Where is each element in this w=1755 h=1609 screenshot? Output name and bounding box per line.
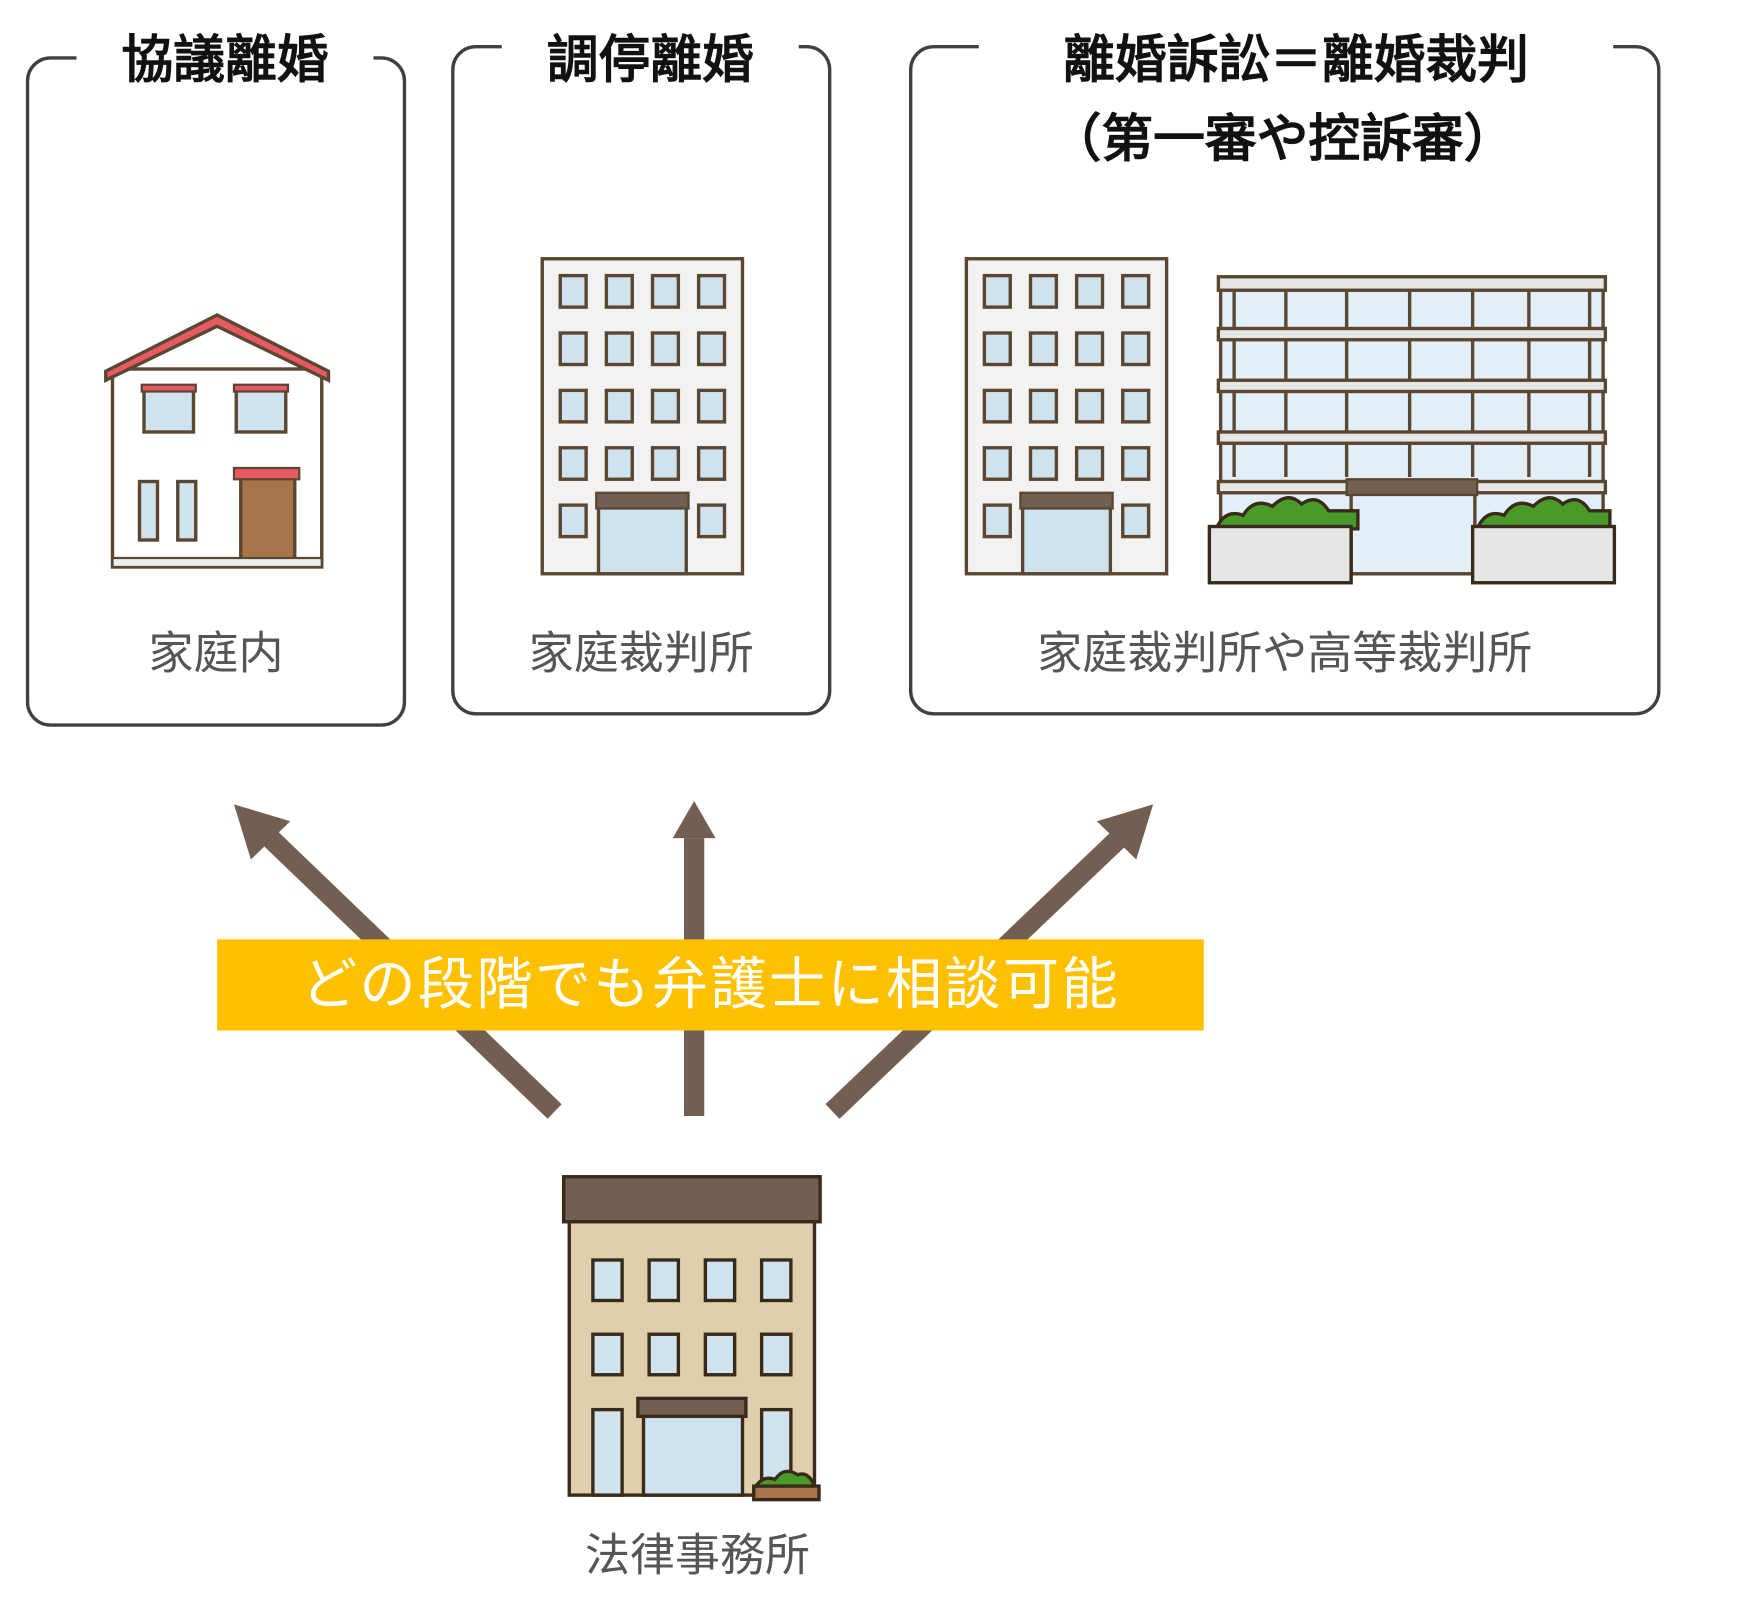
- window: [650, 331, 681, 367]
- window: [982, 331, 1012, 367]
- window: [1121, 388, 1151, 424]
- window: [558, 273, 588, 309]
- house-icon: [104, 313, 331, 569]
- window: [1028, 273, 1059, 309]
- window: [604, 331, 634, 367]
- window: [650, 388, 681, 424]
- window: [1121, 503, 1151, 539]
- window: [696, 331, 727, 367]
- window: [1074, 388, 1105, 424]
- family-court-building-icon: [540, 257, 745, 576]
- window: [696, 273, 727, 309]
- window: [982, 388, 1012, 424]
- window: [1074, 273, 1105, 309]
- window: [1074, 446, 1105, 481]
- window: [650, 446, 681, 481]
- window: [558, 388, 588, 424]
- stage-title-sosho: 離婚訴訟＝離婚裁判: [978, 24, 1614, 95]
- window: [558, 446, 588, 481]
- window: [1028, 331, 1059, 367]
- window: [1028, 388, 1059, 424]
- window: [604, 446, 634, 481]
- window: [982, 446, 1012, 481]
- banner-consult-anytime: どの段階でも弁護士に相談可能: [217, 939, 1204, 1031]
- high-court-building-icon: [1207, 275, 1617, 585]
- family-court-building-icon: [964, 257, 1169, 576]
- window: [696, 388, 727, 424]
- place-label-family-court: 家庭裁判所: [528, 627, 754, 680]
- place-label-home: 家庭内: [148, 627, 284, 680]
- stage-title-kyogi: 協議離婚: [76, 24, 374, 95]
- window: [696, 503, 727, 539]
- window: [1121, 331, 1151, 367]
- window: [1121, 273, 1151, 309]
- window: [982, 273, 1012, 309]
- window: [1028, 446, 1059, 481]
- stage-subtitle-sosho: （第一審や控訴審）: [990, 103, 1575, 174]
- window: [650, 273, 681, 309]
- window: [1121, 446, 1151, 481]
- window: [558, 503, 588, 539]
- window: [604, 273, 634, 309]
- window: [982, 503, 1012, 539]
- window: [604, 388, 634, 424]
- window: [558, 331, 588, 367]
- law-office-building-icon: [561, 1175, 822, 1502]
- place-label-courts: 家庭裁判所や高等裁判所: [1037, 627, 1533, 680]
- window: [696, 446, 727, 481]
- window: [1074, 331, 1105, 367]
- stage-title-chotei: 調停離婚: [501, 24, 799, 95]
- origin-label-law-office: 法律事務所: [585, 1530, 810, 1582]
